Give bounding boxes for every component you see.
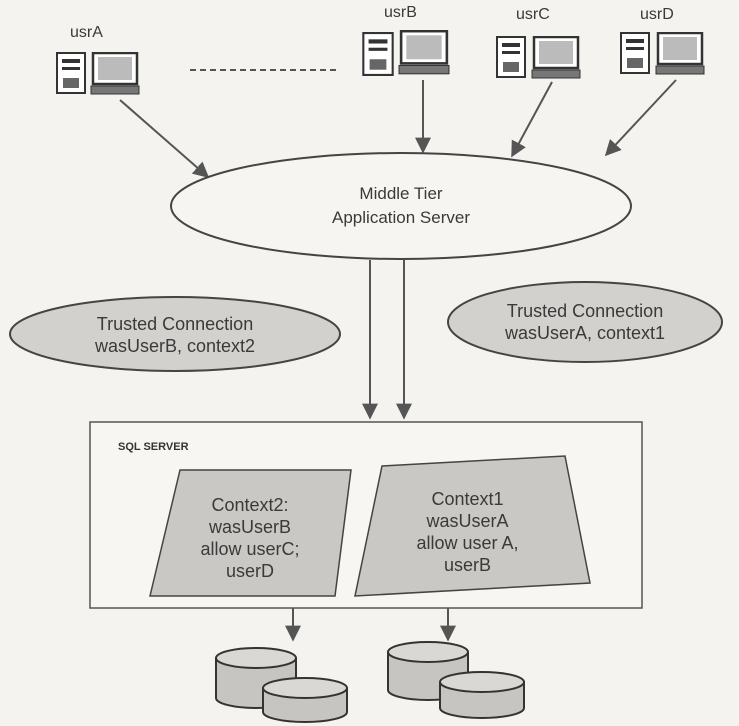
computer-icon-usrc: [496, 36, 582, 80]
context1-line-4: userB: [443, 555, 492, 575]
sql-server-label: SQL SERVER: [118, 441, 189, 453]
user-label-usra: usrA: [70, 24, 103, 41]
database-icon-2: [262, 677, 348, 723]
arrow-usrd: [604, 79, 677, 157]
context2-line-2: wasUserB: [208, 517, 292, 537]
context2-line-1: Context2:: [211, 495, 289, 515]
arrow-usrc: [511, 81, 553, 158]
context1-line-2: wasUserA: [426, 511, 509, 531]
context1-label: Context1 wasUserA allow user A, userB: [380, 488, 555, 576]
trusted-connection-label-left: Trusted Connection wasUserB, context2: [30, 313, 320, 357]
computer-icon-usra: [56, 52, 140, 96]
context1-line-3: allow user A,: [416, 533, 519, 553]
user-label-usrd: usrD: [640, 6, 674, 23]
trusted-connection-ellipse-right: [447, 281, 723, 363]
computer-icon-usrb: [362, 30, 450, 76]
middle-tier-ellipse: [170, 152, 632, 260]
connection-left-line-2: wasUserB, context2: [94, 336, 256, 356]
middle-tier-label: Middle Tier Application Server: [271, 182, 531, 230]
arrow-usra: [119, 99, 210, 179]
context2-label: Context2: wasUserB allow userC; userD: [160, 494, 340, 582]
user-label-usrc: usrC: [516, 6, 550, 23]
context2-parallelogram: [149, 469, 352, 597]
context1-line-1: Context1: [431, 489, 504, 509]
trusted-connection-ellipse-left: [9, 296, 341, 372]
context2-line-4: userD: [225, 561, 274, 581]
user-label-usrb: usrB: [384, 4, 417, 21]
computer-icon-usrd: [620, 32, 706, 76]
connection-right-line-2: wasUserA, context1: [504, 323, 666, 343]
context1-parallelogram: [354, 455, 591, 597]
middle-tier-line-2: Application Server: [332, 208, 470, 227]
database-icon-3: [387, 641, 469, 701]
database-icon-4: [439, 671, 525, 719]
context2-line-3: allow userC;: [200, 539, 300, 559]
connection-left-line-1: Trusted Connection: [96, 314, 254, 334]
connection-right-line-1: Trusted Connection: [506, 301, 664, 321]
trusted-connection-label-right: Trusted Connection wasUserA, context1: [455, 300, 715, 344]
middle-tier-line-1: Middle Tier: [359, 184, 443, 203]
